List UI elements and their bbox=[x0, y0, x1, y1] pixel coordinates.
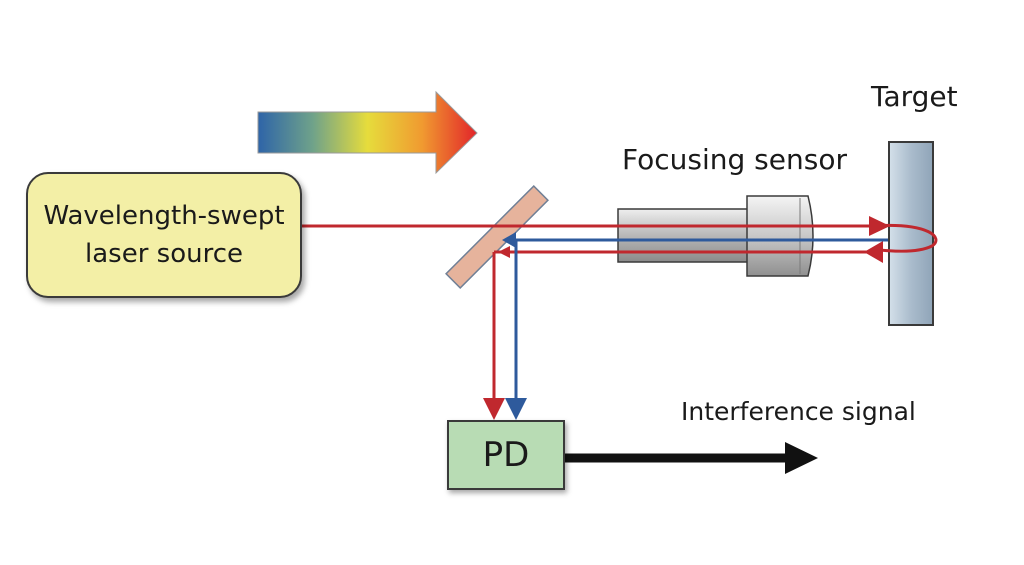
beam-splitter bbox=[445, 185, 549, 289]
photodetector-box: PD bbox=[447, 420, 565, 490]
reflection-loop bbox=[869, 223, 938, 253]
reflected-beam-red bbox=[483, 241, 883, 420]
wavelength-sweep-arrow bbox=[257, 90, 478, 175]
target-label: Target bbox=[871, 80, 958, 113]
target-plate bbox=[888, 141, 934, 326]
interference-signal-label: Interference signal bbox=[681, 397, 916, 426]
interference-output-arrow bbox=[565, 442, 818, 474]
focusing-sensor bbox=[617, 195, 814, 277]
laser-source-box: Wavelength-swept laser source bbox=[26, 172, 302, 298]
focusing-sensor-label: Focusing sensor bbox=[622, 143, 847, 176]
laser-source-label-line1: Wavelength-swept bbox=[43, 201, 285, 231]
reference-beam-blue bbox=[502, 232, 888, 420]
pd-label: PD bbox=[482, 435, 530, 475]
laser-source-label-line2: laser source bbox=[85, 239, 243, 269]
